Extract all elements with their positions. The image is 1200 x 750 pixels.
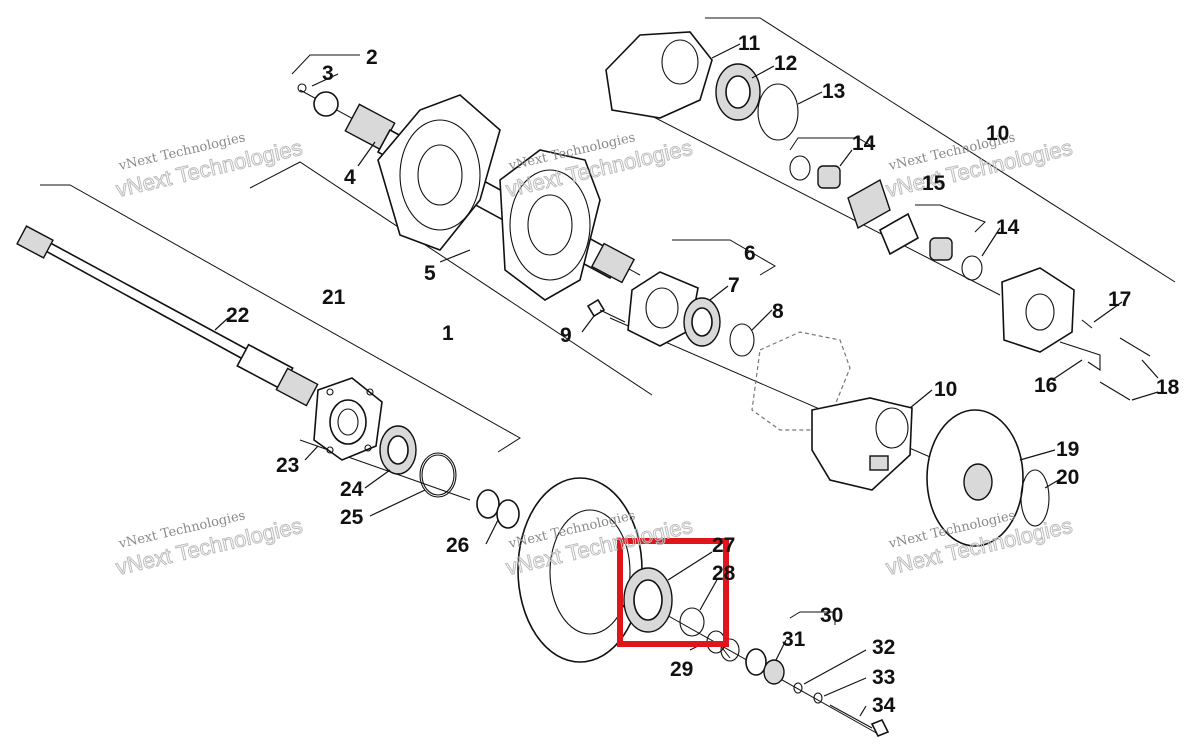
flange-part-23 (313, 377, 383, 461)
watermark-bottom-left: vNext Technologies vNext Technologies (113, 508, 305, 580)
callout-28: 28 (712, 562, 736, 585)
pin-part-3 (297, 83, 307, 93)
seal-part-2 (313, 91, 339, 117)
callout-10-lower: 10 (934, 378, 957, 401)
callout-13: 13 (822, 80, 845, 103)
callout-4: 4 (344, 166, 356, 189)
callout-7: 7 (728, 274, 740, 297)
ring-part-29b (720, 638, 740, 662)
callout-22: 22 (226, 304, 249, 327)
pulley-assembly (517, 477, 673, 663)
callout-12: 12 (774, 52, 797, 75)
bushing-part-14a (817, 165, 841, 189)
ring-part-14b (961, 255, 983, 281)
callout-6: 6 (744, 242, 756, 265)
callout-29: 29 (670, 658, 693, 681)
gasket-outline (751, 331, 851, 431)
callout-20: 20 (1056, 466, 1079, 489)
bolts-part-18 (1099, 337, 1151, 401)
ring-part-8 (729, 323, 755, 357)
ring-part-13 (757, 83, 799, 141)
bolt-part-9 (586, 298, 626, 323)
callout-2: 2 (366, 46, 378, 69)
washer-part-30 (745, 648, 767, 676)
oring-part-28 (679, 607, 705, 637)
ring-part-26a (476, 489, 500, 519)
shaft-part-22 (16, 225, 319, 407)
callout-23: 23 (276, 454, 299, 477)
callout-19: 19 (1056, 438, 1079, 461)
watermark-top-left: vNext Technologies vNext Technologies (113, 130, 305, 202)
ring-part-20 (1020, 469, 1050, 527)
callout-1: 1 (442, 322, 454, 345)
bushing-part-14b (929, 237, 953, 261)
spring-part-16 (1059, 341, 1101, 372)
callout-21: 21 (322, 286, 346, 309)
callout-27: 27 (712, 534, 735, 557)
caliper-part-11-upper (605, 31, 713, 119)
ring-part-25 (419, 452, 457, 498)
callout-33: 33 (872, 666, 895, 689)
callout-16: 16 (1034, 374, 1057, 397)
callout-15: 15 (922, 172, 946, 195)
callout-32: 32 (872, 636, 895, 659)
callout-10-upper: 10 (986, 122, 1009, 145)
driveshaft-part-4-5 (297, 83, 636, 301)
callout-34: 34 (872, 694, 896, 717)
callout-25: 25 (340, 506, 364, 529)
callouts: 1 2 3 4 5 6 7 8 9 10 10 11 12 13 14 14 1… (226, 32, 1180, 717)
callout-8: 8 (772, 300, 784, 323)
callout-11: 11 (738, 32, 761, 55)
callout-3: 3 (322, 62, 334, 85)
washer-part-32 (793, 682, 803, 694)
callout-14-upper: 14 (852, 132, 876, 155)
leader-lines (214, 43, 1159, 717)
callout-17: 17 (1108, 288, 1131, 311)
callout-5: 5 (424, 262, 436, 285)
highlight-box-parts-27-28 (617, 538, 729, 647)
spacer-part-31 (763, 659, 785, 685)
callout-30: 30 (820, 604, 843, 627)
callout-18: 18 (1156, 376, 1180, 399)
washer-part-33 (813, 692, 823, 704)
assembly-brackets (40, 17, 1176, 659)
caliper-part-10-upper (1001, 267, 1075, 353)
callout-14-lower: 14 (996, 216, 1020, 239)
ring-part-26b (496, 499, 520, 529)
watermark-top-center: vNext Technologies vNext Technologies (503, 130, 695, 202)
callout-9: 9 (560, 324, 572, 347)
callout-31: 31 (782, 628, 806, 651)
callout-26: 26 (446, 534, 469, 557)
pin-part-17 (1081, 319, 1093, 329)
pad-part-15b (878, 212, 920, 256)
bolt-part-34 (829, 704, 890, 738)
watermark-top-right: vNext Technologies vNext Technologies (883, 130, 1075, 202)
pad-part-15a (847, 178, 891, 230)
caliper-part-10-lower (811, 397, 913, 491)
ring-part-14a (789, 155, 811, 181)
callout-24: 24 (340, 478, 364, 501)
